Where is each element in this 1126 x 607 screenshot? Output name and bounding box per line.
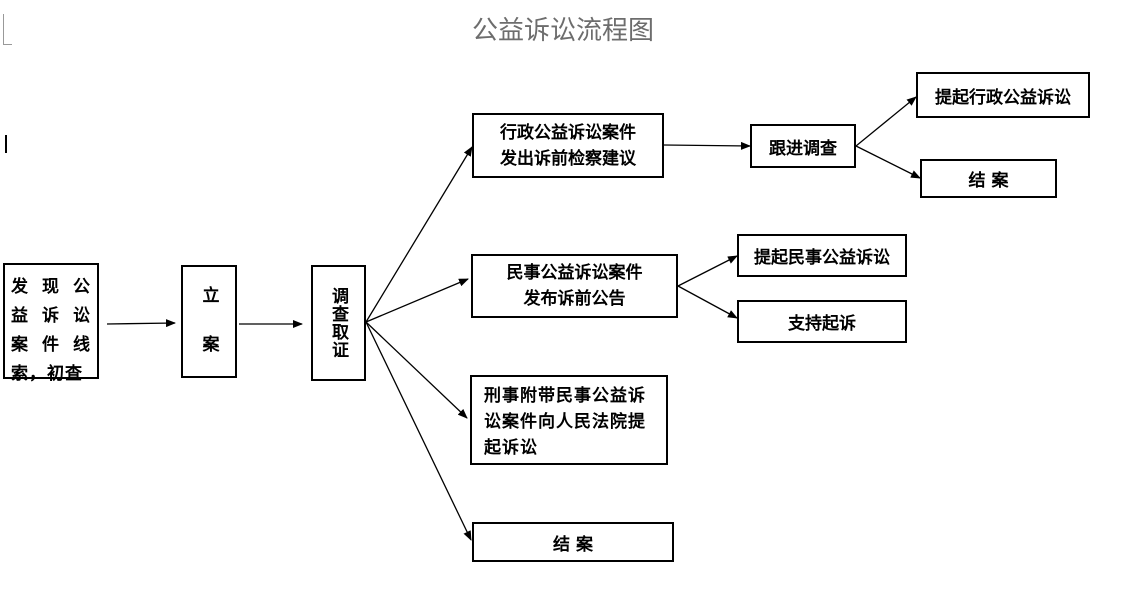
- diagram-title: 公益诉讼流程图: [471, 16, 654, 46]
- text-cursor: [5, 135, 7, 153]
- node-close-case: 结 案: [472, 522, 674, 562]
- node-follow-up: 跟进调查: [750, 124, 856, 168]
- edge-admin-followup: [663, 141, 751, 150]
- edge-investigate-close: [365, 321, 472, 541]
- node-investigate: 调查取证: [311, 265, 366, 381]
- edge-discover-filing: [106, 319, 176, 328]
- node-admin-case: 行政公益诉讼案件发出诉前检察建议: [472, 113, 664, 178]
- node-discover: 发 现 公 益 诉 讼 案 件 线 索，初查: [3, 263, 99, 384]
- node-close-admin-label: 结 案: [968, 171, 1009, 191]
- node-civil-case: 民事公益诉讼案件发布诉前公告: [471, 254, 678, 318]
- page-corner-mark: [3, 14, 12, 45]
- node-criminal-civil: 刑事附带民事公益诉讼案件向人民法院提起诉讼: [470, 375, 668, 465]
- node-close-case-label: 结 案: [553, 534, 593, 555]
- edge-civil-support: [677, 285, 738, 319]
- node-support-suit: 支持起诉: [737, 300, 907, 343]
- edge-investigate-civil: [365, 278, 469, 323]
- node-file-civil-suit: 提起民事公益诉讼: [737, 234, 907, 277]
- node-close-admin: 结 案: [920, 159, 1057, 198]
- node-filing-label: 立 案: [198, 285, 219, 358]
- node-file-civil-suit-label: 提起民事公益诉讼: [754, 248, 890, 268]
- node-admin-case-label: 行政公益诉讼案件发出诉前检察建议: [500, 122, 636, 169]
- node-follow-up-label: 跟进调查: [769, 138, 837, 159]
- edge-followup-closeadmin: [855, 145, 921, 179]
- node-file-admin-suit-label: 提起行政公益诉讼: [935, 87, 1071, 108]
- edge-investigate-admin: [365, 146, 473, 323]
- node-investigate-label: 调查取证: [328, 287, 348, 359]
- node-file-admin-suit: 提起行政公益诉讼: [916, 72, 1090, 118]
- edge-investigate-criminal: [365, 321, 468, 419]
- node-discover-label: 发 现 公 益 诉 讼 案 件 线 索，初查: [11, 277, 91, 384]
- edge-followup-fileadmin: [855, 96, 917, 147]
- node-filing: 立 案: [181, 265, 237, 378]
- node-criminal-civil-label: 刑事附带民事公益诉讼案件向人民法院提起诉讼: [484, 386, 646, 458]
- node-civil-case-label: 民事公益诉讼案件发布诉前公告: [506, 263, 643, 309]
- edge-civil-filecivil: [677, 255, 738, 287]
- node-support-suit-label: 支持起诉: [788, 314, 856, 334]
